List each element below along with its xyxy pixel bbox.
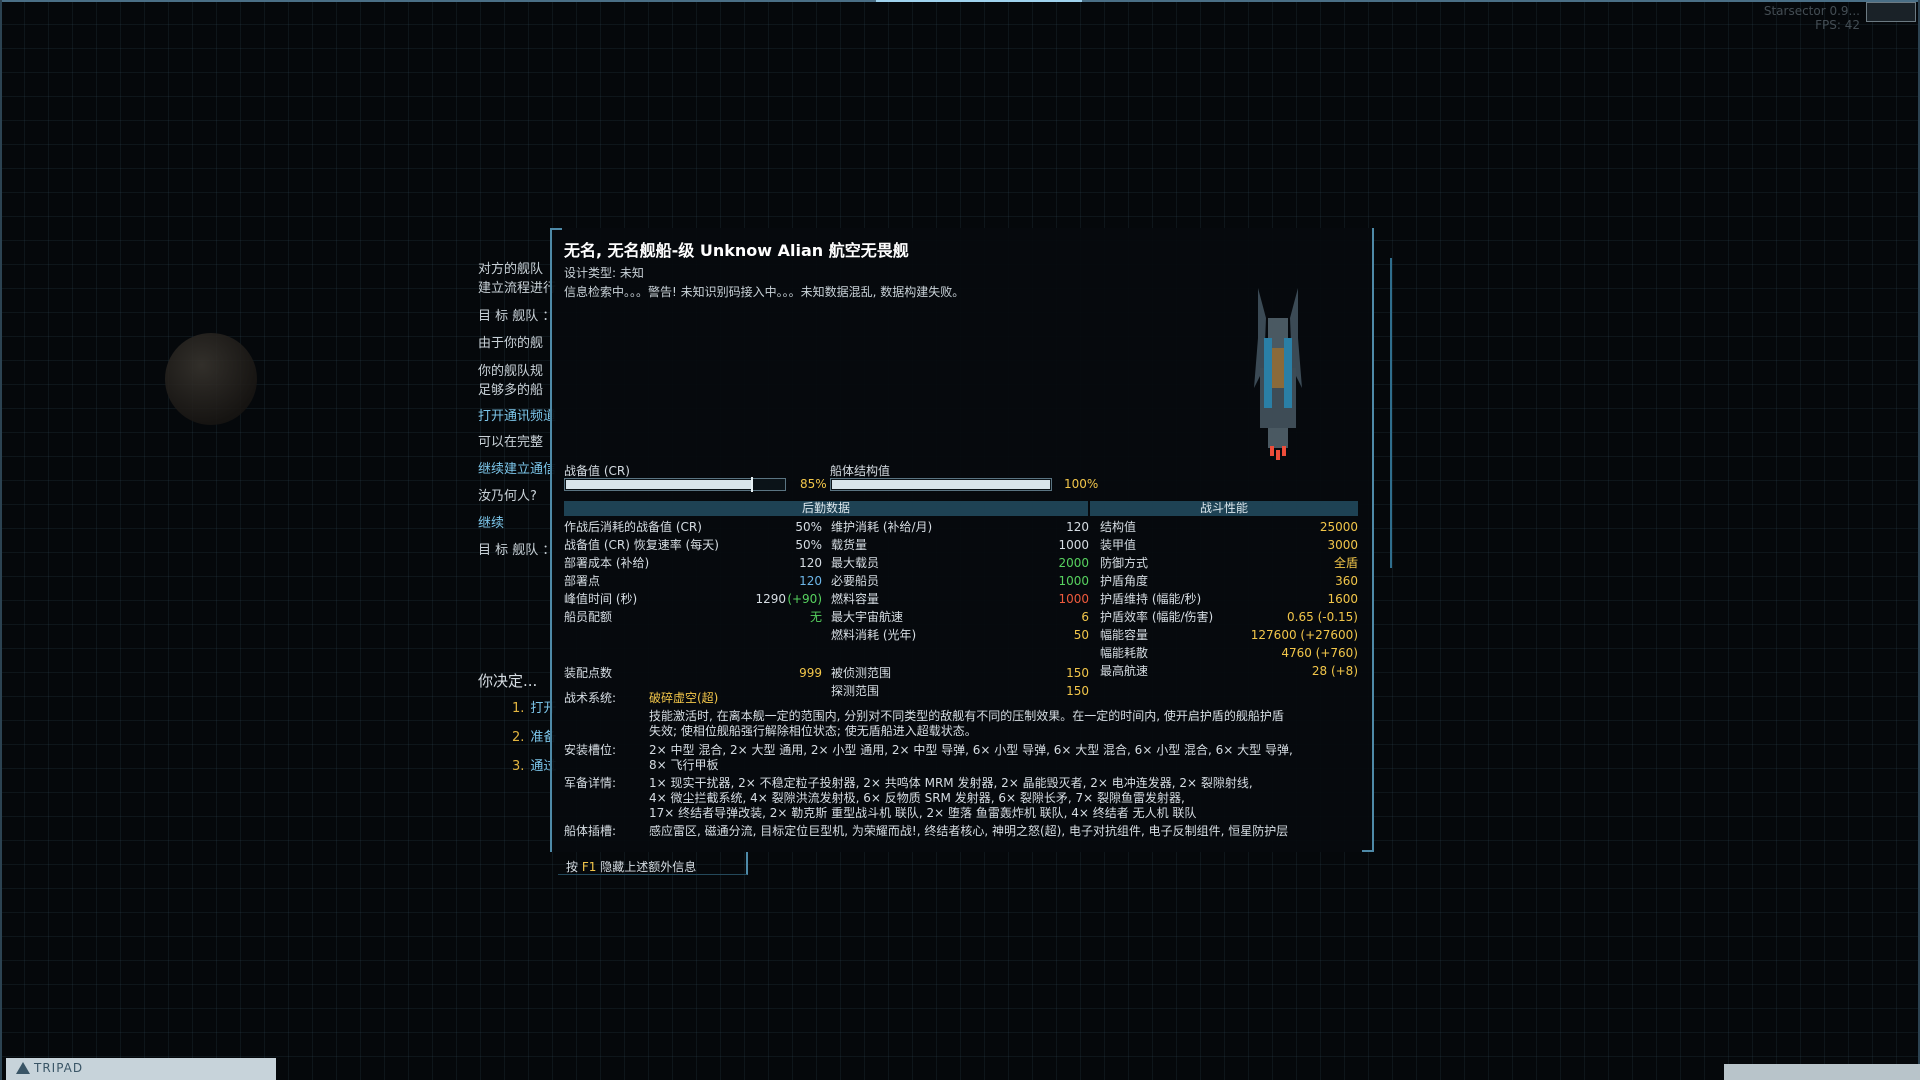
fps-readout: Starsector 0.9... FPS: 42 — [1763, 4, 1860, 32]
right-frame — [1918, 0, 1920, 1080]
logistics-header: 后勤数据 — [564, 501, 1088, 516]
tripad-icon — [16, 1062, 30, 1074]
info-line: 信息检索中。。。警告! 未知识别码接入中。。。未知数据混乱, 数据构建失败。 — [564, 285, 965, 299]
ship-tooltip-panel: 无名, 无名舰船-级 Unknow Alian 航空无畏舰 设计类型: 未知 信… — [550, 228, 1392, 875]
ship-title: 无名, 无名舰船-级 Unknow Alian 航空无畏舰 — [564, 241, 909, 260]
combat-header: 战斗性能 — [1090, 501, 1358, 516]
tripad-button[interactable]: TRIPAD — [6, 1058, 276, 1080]
stat-row: 维护消耗 (补给/月)120 — [831, 520, 1089, 534]
stat-row: 战备值 (CR) 恢复速率 (每天)50% — [564, 538, 822, 552]
stat-row: 防御方式全盾 — [1100, 556, 1358, 570]
cr-bar — [564, 477, 786, 492]
sensor-strength-row: 探测范围 150 — [831, 684, 1089, 698]
bottom-right-bar — [1724, 1064, 1920, 1080]
menu-corner-button[interactable] — [1866, 2, 1916, 22]
stat-row: 燃料消耗 (光年)50 — [831, 628, 1089, 642]
stat-row: 护盾效率 (幅能/伤害)0.65 (-0.15) — [1100, 610, 1358, 624]
stat-row: 部署成本 (补给)120 — [564, 556, 822, 570]
decision-title: 你决定... — [478, 672, 538, 690]
top-frame — [0, 0, 1920, 2]
stat-row: 峰值时间 (秒)1290 (+90) — [564, 592, 822, 606]
stat-row: 作战后消耗的战备值 (CR)50% — [564, 520, 822, 534]
ship-sprite-icon — [1254, 288, 1302, 460]
hull-bar — [830, 478, 1052, 491]
dialog-link-open-comms[interactable]: 打开通讯频道 — [478, 409, 557, 424]
dialog-link-continue[interactable]: 继续 — [478, 516, 505, 531]
option-2[interactable]: 2.准备 — [512, 730, 557, 745]
design-type: 设计类型: 未知 — [564, 266, 644, 280]
cr-percent: 85% — [800, 477, 827, 491]
hull-label: 船体结构值 — [830, 464, 891, 478]
planet — [165, 333, 257, 425]
ordnance-row: 装配点数 999 — [564, 666, 822, 680]
cr-label: 战备值 (CR) — [564, 464, 630, 478]
panel-scrollbar[interactable] — [1390, 258, 1392, 568]
option-3[interactable]: 3.通过 — [512, 759, 557, 774]
stat-row: 护盾维持 (幅能/秒)1600 — [1100, 592, 1358, 606]
option-1[interactable]: 1.打开 — [512, 701, 557, 716]
dialog-link-continue-comms[interactable]: 继续建立通信 — [478, 462, 557, 477]
f1-hint: 按 F1 隐藏上述额外信息 — [566, 860, 697, 874]
sensor-profile-row: 被侦测范围 150 — [831, 666, 1089, 680]
left-frame — [0, 0, 2, 1080]
hint-box — [558, 852, 748, 875]
hull-percent: 100% — [1064, 477, 1099, 491]
stat-row: 船员配额无 — [564, 610, 822, 624]
